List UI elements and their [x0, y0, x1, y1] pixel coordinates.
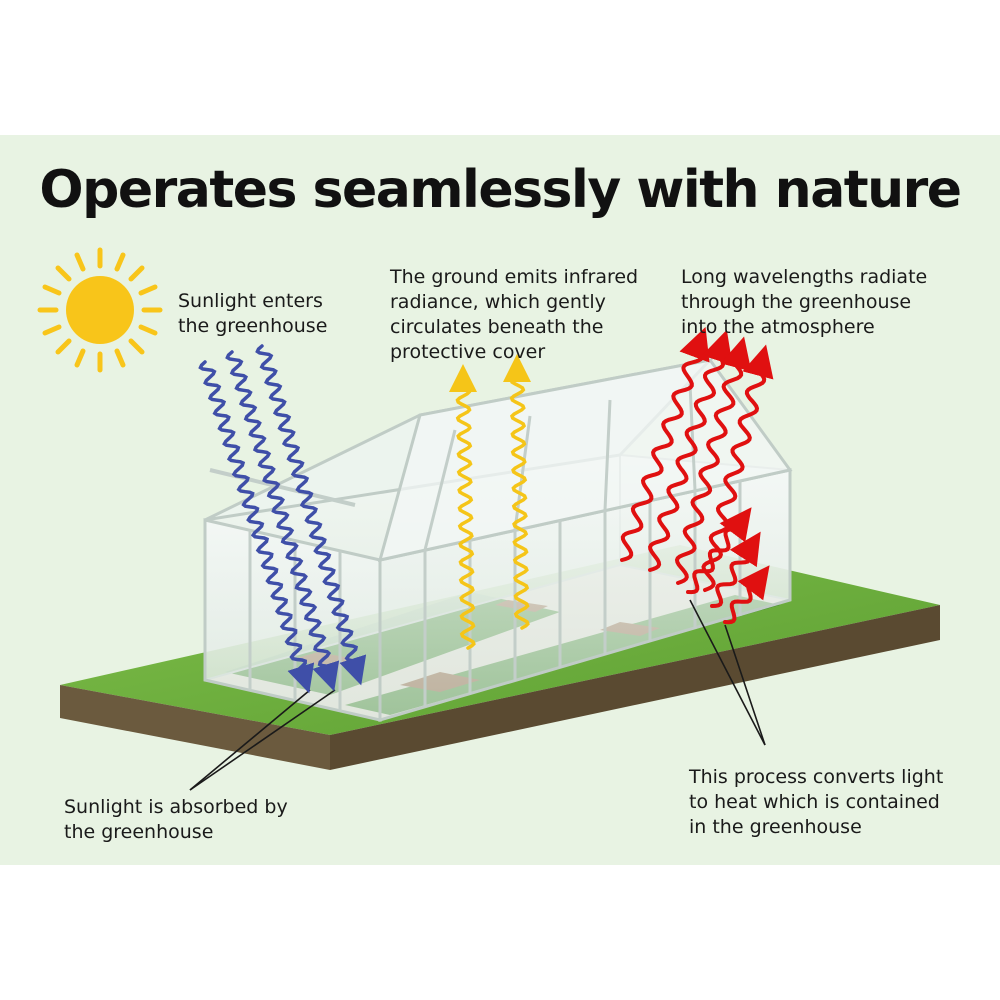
caption-line: protective cover	[390, 341, 546, 363]
wave-arrow	[198, 360, 315, 694]
wave-arrow	[701, 344, 774, 592]
wave-arrow	[674, 336, 752, 585]
sunlight-waves	[198, 344, 367, 694]
wave-arrow	[449, 364, 477, 650]
caption-line: radiance, which gently	[390, 291, 606, 313]
caption-line: the greenhouse	[64, 821, 214, 843]
page-title: Operates seamlessly with nature	[39, 160, 962, 220]
caption-sunlight-enters: Sunlight enters the greenhouse	[178, 289, 327, 339]
heat-waves	[620, 326, 774, 625]
caption-line: Sunlight is absorbed by	[64, 796, 288, 818]
caption-line: into the atmosphere	[681, 316, 875, 338]
caption-converts: This process converts light to heat whic…	[689, 765, 943, 840]
caption-line: Sunlight enters	[178, 290, 323, 312]
wave-arrow	[503, 354, 531, 630]
caption-ground-emits: The ground emits infrared radiance, whic…	[390, 265, 638, 365]
caption-long-wavelengths: Long wavelengths radiate through the gre…	[681, 265, 927, 340]
sun-icon	[37, 247, 163, 373]
caption-line: in the greenhouse	[689, 816, 862, 838]
caption-line: to heat which is contained	[689, 791, 940, 813]
caption-line: circulates beneath the	[390, 316, 604, 338]
wave-arrow	[225, 350, 340, 692]
caption-line: through the greenhouse	[681, 291, 912, 313]
caption-line: This process converts light	[689, 766, 944, 788]
caption-absorbed: Sunlight is absorbed by the greenhouse	[64, 795, 288, 845]
wave-arrow	[620, 326, 710, 562]
caption-line: The ground emits infrared	[390, 266, 639, 288]
wave-arrow	[723, 565, 770, 625]
wave-arrow	[686, 507, 752, 595]
infrared-waves	[449, 354, 531, 650]
wave-arrow	[648, 329, 733, 572]
caption-line: Long wavelengths radiate	[681, 266, 928, 288]
wave-arrow	[710, 531, 761, 608]
pointer-lines	[189, 599, 766, 791]
greenhouse	[203, 357, 793, 723]
caption-line: the greenhouse	[178, 315, 328, 337]
wave-arrow	[255, 344, 367, 686]
